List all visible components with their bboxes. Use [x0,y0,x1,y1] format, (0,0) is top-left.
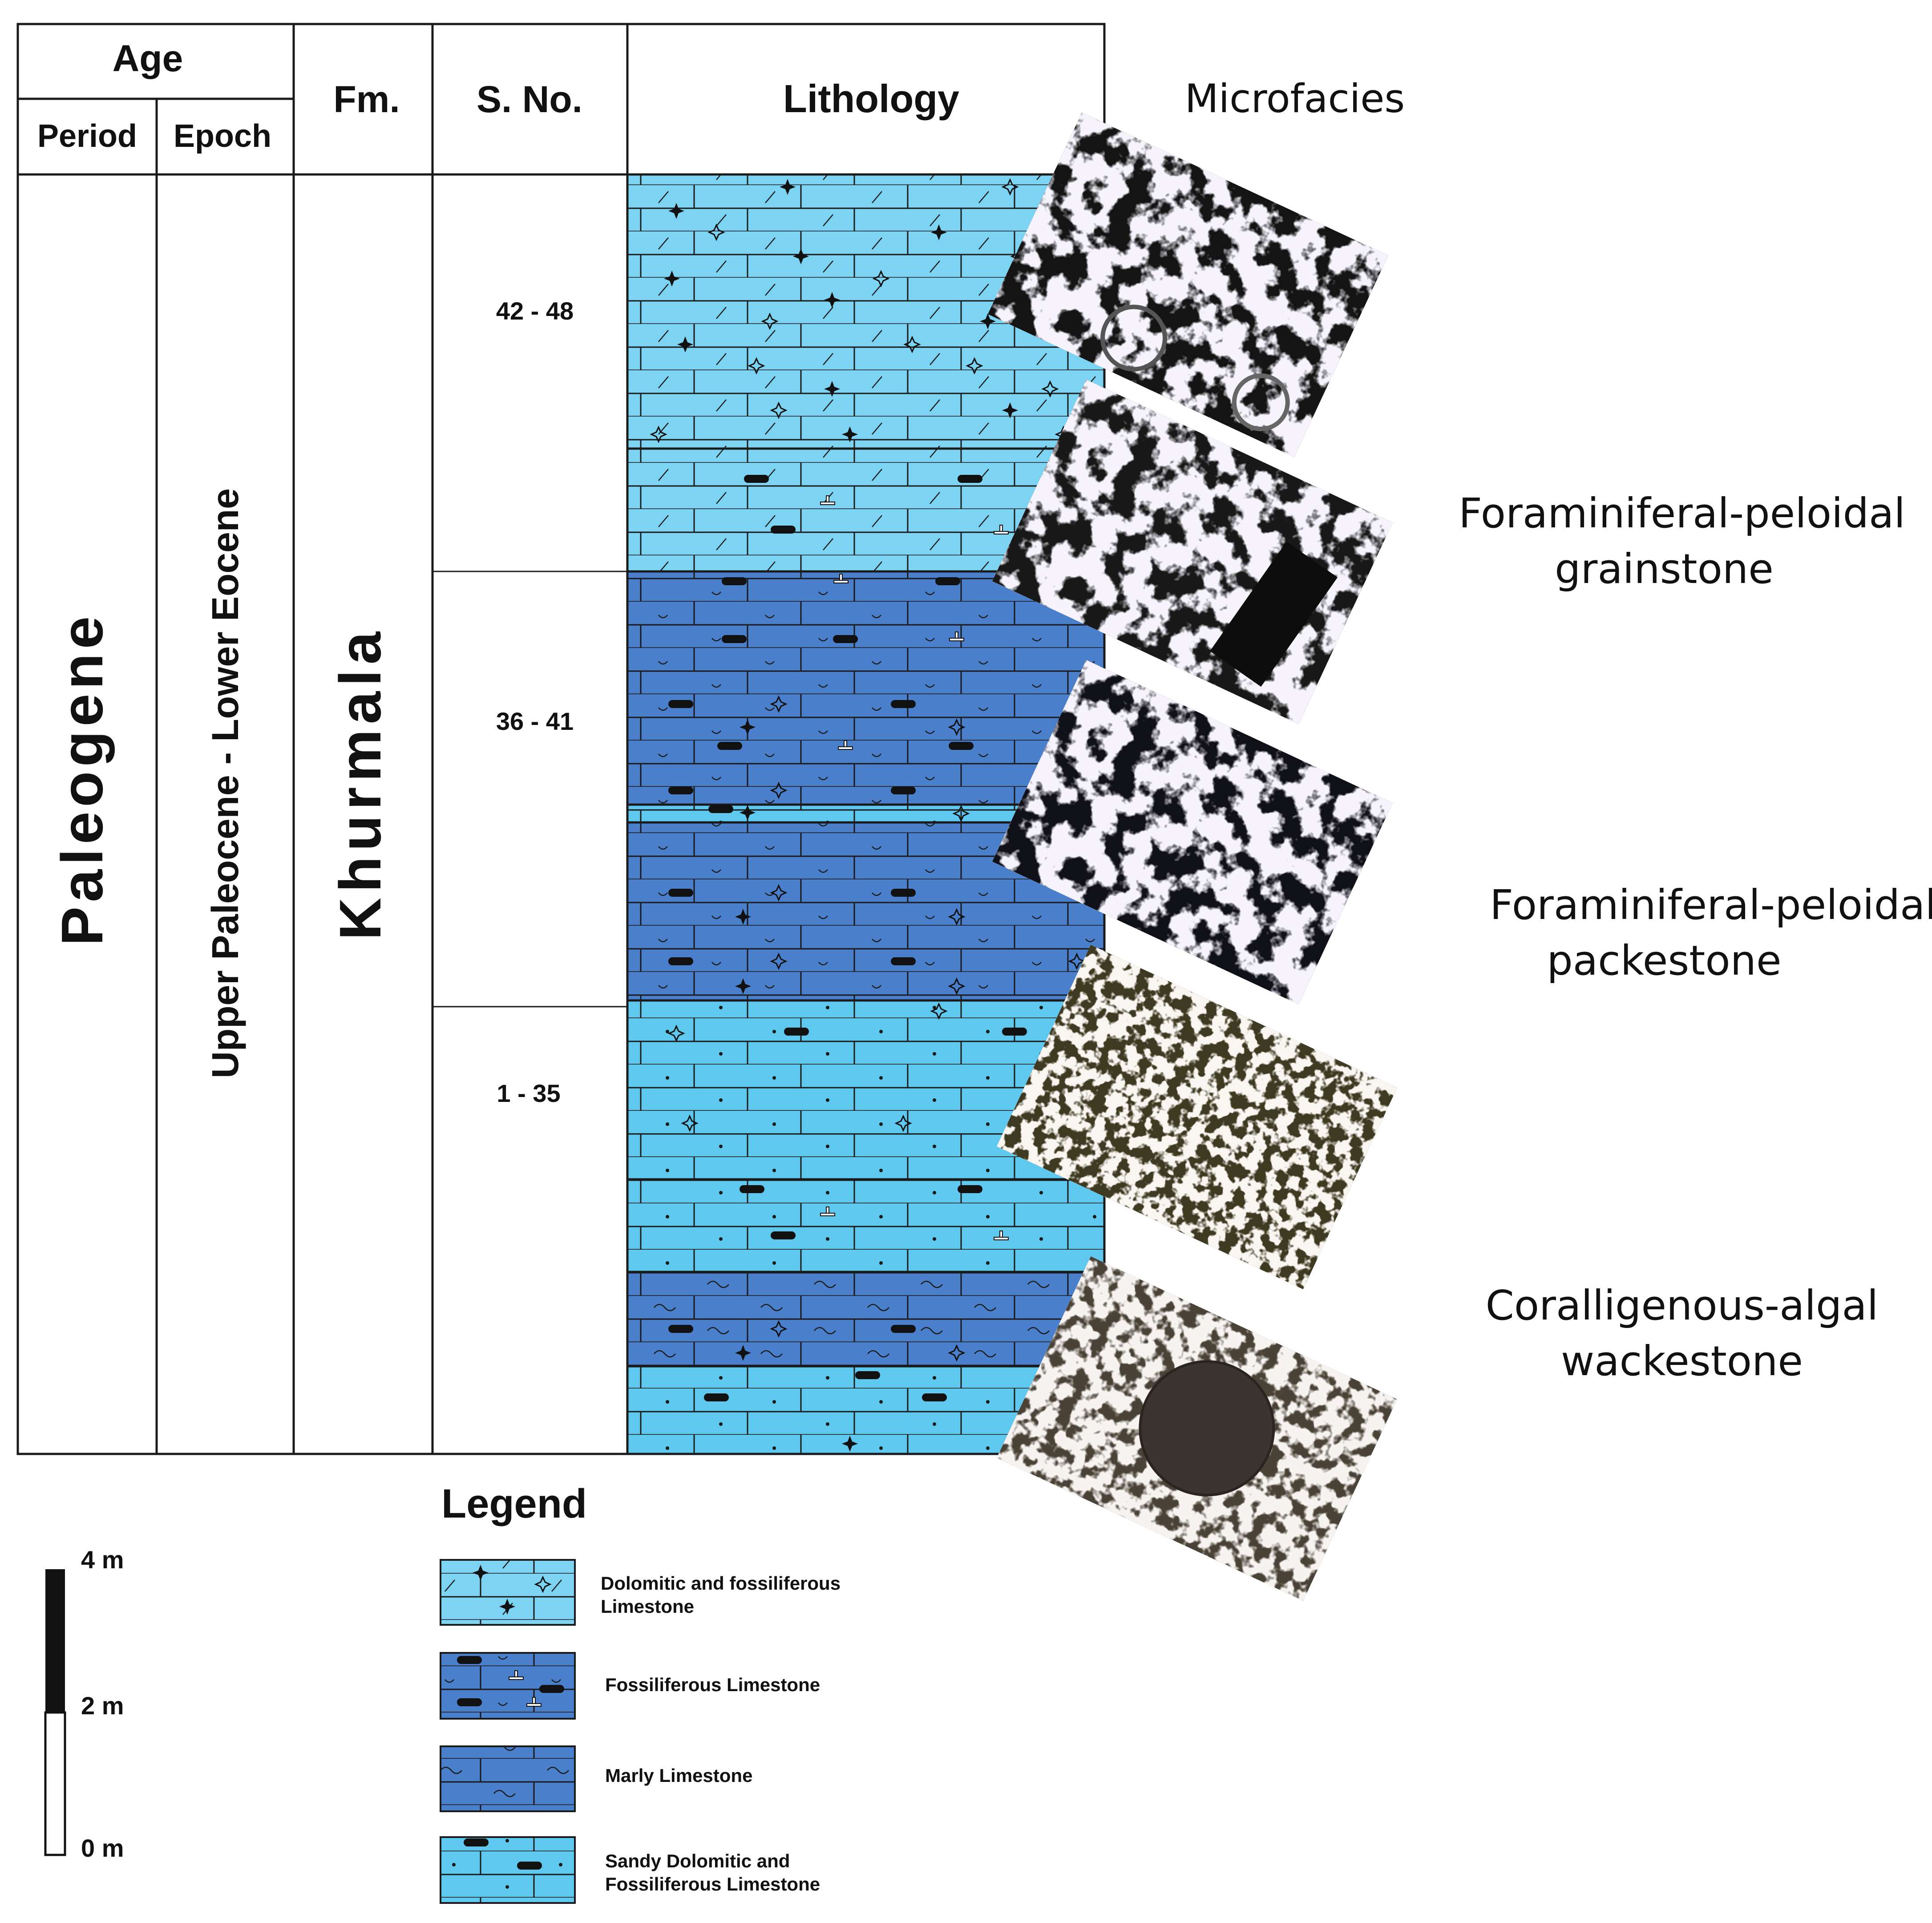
header-table [16,23,1106,1455]
sample-range-upper: 42 - 48 [496,297,574,325]
microfacies-label-2-line1: Foraminiferal-peloidal [1490,881,1932,929]
age-header: Age [113,37,183,79]
sample-no-header: S. No. [477,78,582,120]
legend-swatch-marly [440,1745,576,1812]
legend-label-marly: Marly Limestone [605,1765,752,1786]
formation-header: Fm. [333,78,400,120]
legend-label-sandy-line1: Sandy Dolomitic and [605,1850,790,1871]
scale-bar-lower [44,1711,66,1856]
scale-label-mid: 2 m [81,1692,124,1720]
formation-label: Khurmala [327,627,393,940]
thin-section-photo-3 [992,660,1393,1005]
microfacies-label-1-line2: grainstone [1555,545,1774,593]
sample-range-middle: 36 - 41 [496,707,574,735]
scale-label-bottom: 0 m [81,1834,124,1862]
microfacies-header: Microfacies [1185,76,1405,121]
legend-swatch-dolomitic [440,1559,576,1626]
microfacies-label-3-line1: Coralligenous-algal [1486,1282,1879,1329]
thin-section-photo-5 [996,1256,1398,1601]
legend-label-sandy-line2: Fossiliferous Limestone [605,1874,820,1895]
period-header: Period [37,118,137,154]
legend-label-dolomitic-line1: Dolomitic and fossiliferous [601,1573,841,1594]
scale-label-top: 4 m [81,1546,124,1574]
epoch-header: Epoch [174,118,271,154]
legend: Legend Dolomitic and fossiliferous Limes… [440,1481,841,1904]
sample-range-lower: 1 - 35 [497,1079,560,1107]
lithology-header: Lithology [783,77,959,121]
legend-label-fossiliferous: Fossiliferous Limestone [605,1674,820,1695]
scale-bar: 4 m 2 m 0 m [44,1546,124,1862]
legend-title: Legend [441,1481,587,1526]
lithology-column [626,173,1106,1455]
fossiliferous-limestone-unit-upper [627,571,1104,805]
marly-limestone-unit [627,1272,1104,1366]
period-label: Paleogene [49,612,115,946]
thin-section-photo-1 [987,112,1389,457]
microfacies-label-2-line2: packestone [1547,937,1781,984]
epoch-label: Upper Paleocene - Lower Eocene [204,488,246,1078]
thin-section-photo-2 [992,379,1393,725]
legend-swatch-sandy [440,1836,576,1904]
dolomitic-unit-lower [627,1179,1104,1272]
microfacies-photos [987,112,1398,1601]
thin-section-photo-4 [996,944,1398,1290]
legend-label-dolomitic-line2: Limestone [601,1596,694,1617]
microfacies-label-1-line1: Foraminiferal-peloidal [1459,490,1905,537]
microfacies-label-3-line2: wackestone [1561,1337,1803,1385]
scale-bar-upper [45,1569,65,1712]
